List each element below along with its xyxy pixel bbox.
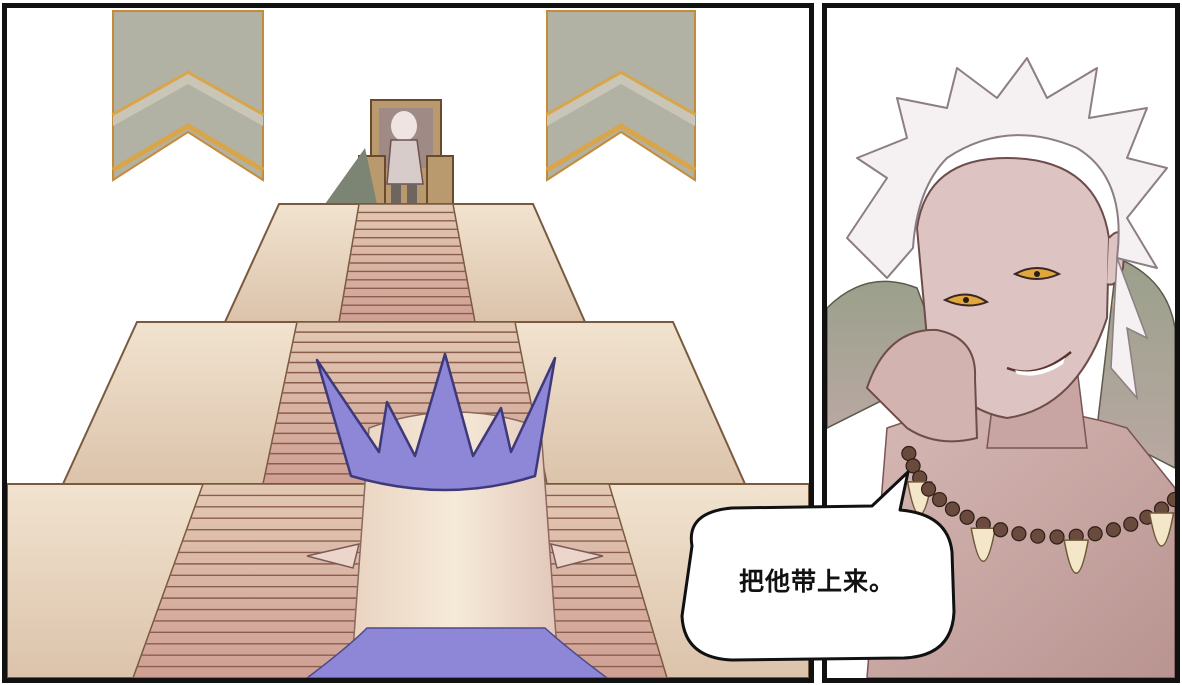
crown <box>315 352 557 492</box>
necklace-bead <box>1011 526 1027 542</box>
white-hair <box>846 57 1168 279</box>
banner-right <box>545 10 697 182</box>
hand <box>865 328 979 443</box>
eyes <box>942 267 1062 307</box>
necklace-bead <box>959 509 975 525</box>
throne-room-illustration <box>7 10 809 678</box>
tooth-necklace <box>901 445 1175 574</box>
necklace-tooth <box>1148 512 1175 547</box>
speech-bubble-shape <box>680 470 956 662</box>
king-on-throne <box>325 111 424 204</box>
necklace-bead <box>1030 528 1046 544</box>
necklace-bead <box>920 481 937 497</box>
smile <box>1006 351 1072 373</box>
necklace-bead <box>1166 491 1175 508</box>
necklace-bead <box>1087 526 1103 542</box>
necklace-bead <box>931 491 948 508</box>
speech-bubble-text: 把他带上来。 <box>738 567 895 596</box>
necklace-bead <box>905 458 921 474</box>
king-portrait-illustration <box>827 57 1175 678</box>
necklace-bead <box>1123 516 1139 532</box>
necklace-bead <box>1049 529 1065 545</box>
banner-left <box>111 10 265 182</box>
crowned-figure-back <box>305 352 609 678</box>
necklace-tooth <box>1063 539 1090 574</box>
necklace-bead <box>992 522 1009 538</box>
comic-panel-throne-room <box>2 3 814 683</box>
necklace-bead <box>1105 522 1122 538</box>
necklace-bead <box>944 501 961 517</box>
speech-bubble: 把他带上来。 <box>672 466 962 666</box>
